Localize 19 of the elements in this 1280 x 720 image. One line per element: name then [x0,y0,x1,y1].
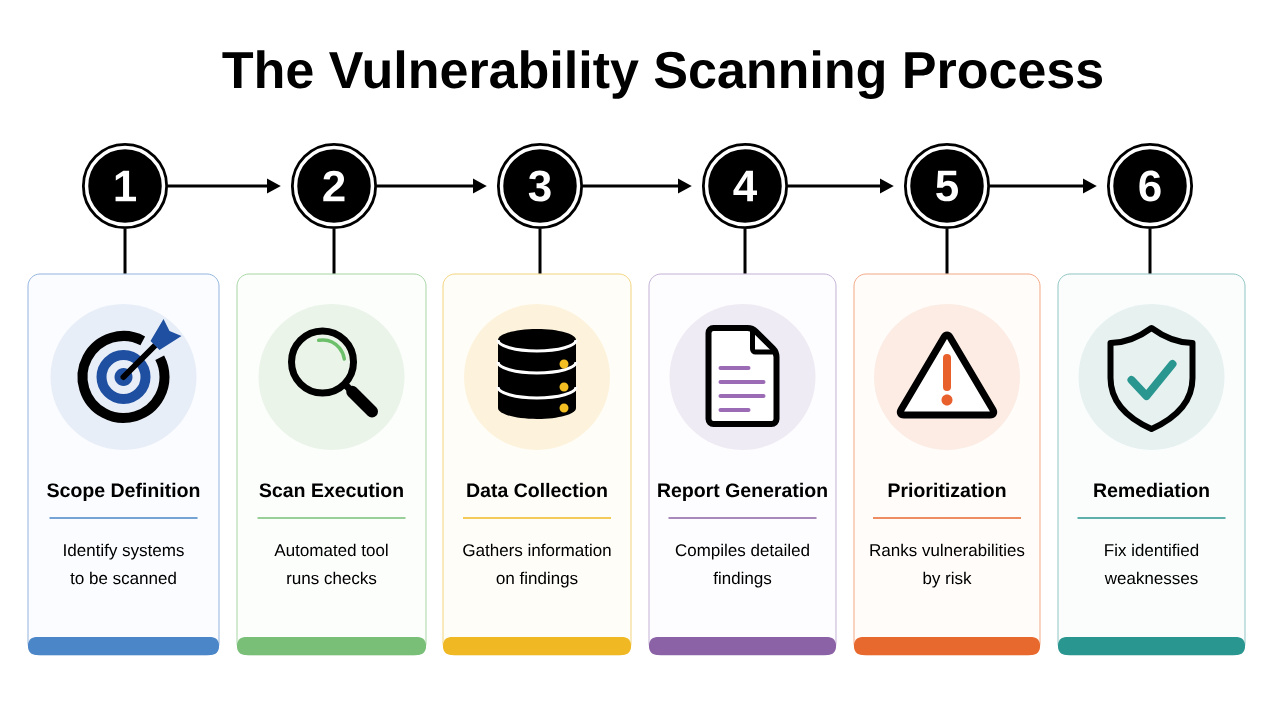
connector-line [332,229,336,274]
card-heading: Scope Definition [47,482,200,502]
connector-line [743,229,747,274]
card-heading: Data Collection [467,482,607,498]
card-heading: Prioritization [888,482,1006,498]
card-text: Gathers information on findings [463,543,611,588]
card-text: Ranks vulnerabilities by risk [870,543,1025,588]
connector-line [945,229,949,274]
card-text: Automated tool runs checks [274,543,388,585]
connector-line [1148,229,1152,274]
connector-line [538,229,542,274]
card-heading: Scan Execution [259,482,403,498]
card-text: Compiles detailed findings [675,543,809,588]
card-heading: Report Generation [658,482,827,502]
connector-line [123,229,127,274]
card-heading: Remediation [1094,482,1209,498]
card-text: Identify systems to be scanned [64,543,184,585]
title: The Vulnerability Scanning Process [222,50,1103,99]
card-text: Fix identified weaknesses [1104,543,1199,585]
